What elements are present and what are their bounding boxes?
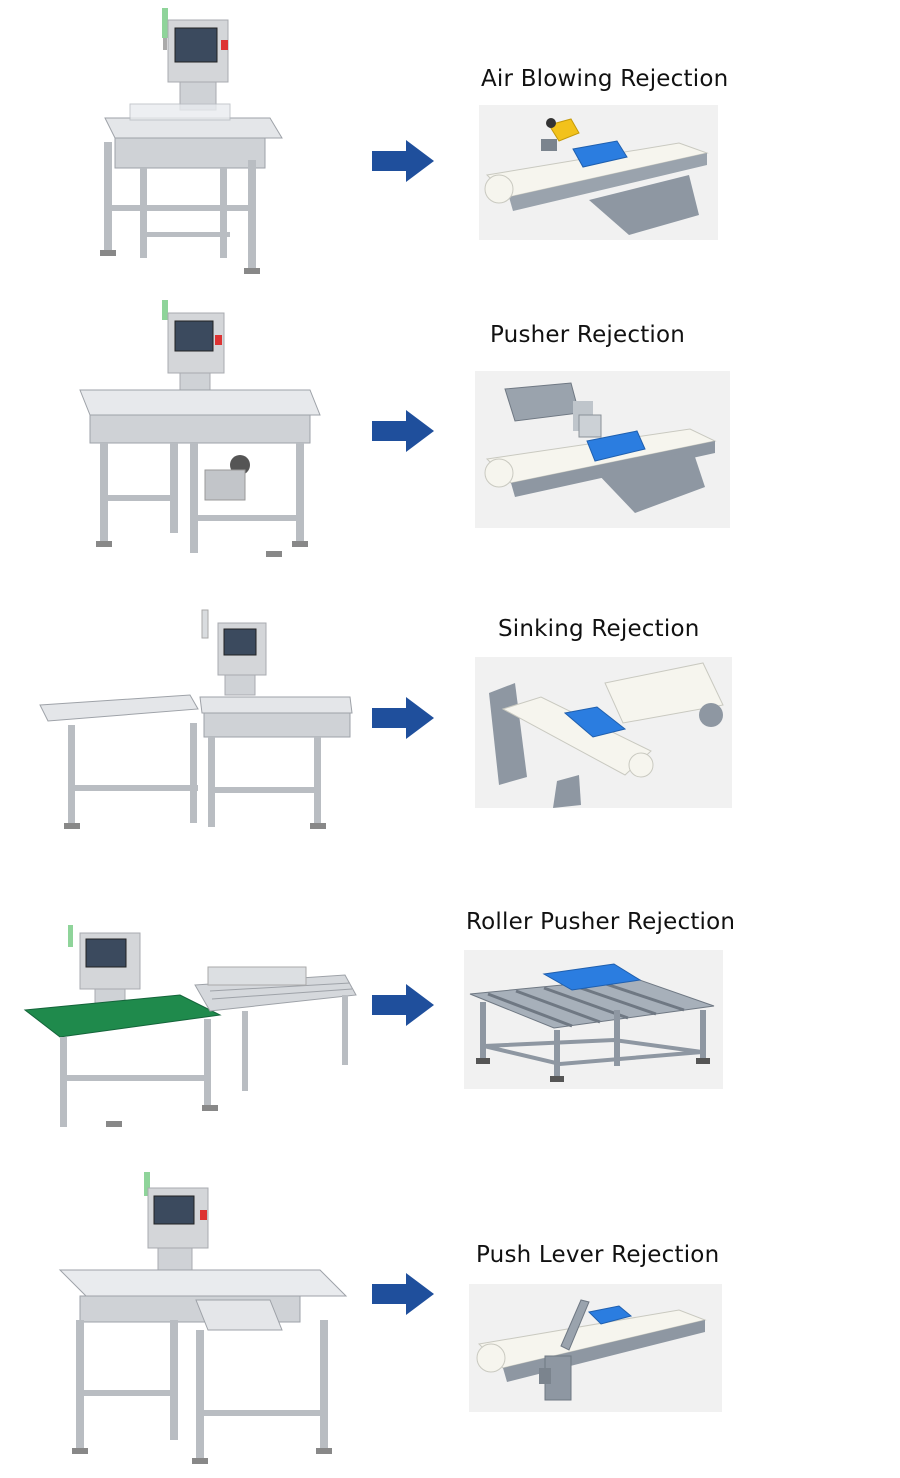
checkweigher-machine-icon [20, 295, 360, 575]
checkweigher-machine-icon [20, 0, 360, 285]
right-arrow-icon [372, 140, 436, 182]
rejection-title: Sinking Rejection [498, 616, 700, 642]
row-roller-pusher: Roller Pusher Rejection [0, 870, 900, 1160]
right-arrow-icon [372, 410, 436, 452]
rejection-title: Pusher Rejection [490, 322, 686, 348]
right-arrow-icon [372, 697, 436, 739]
pusher-diagram-icon [475, 371, 730, 528]
push-lever-diagram-icon [469, 1284, 722, 1412]
right-arrow-icon [372, 984, 436, 1026]
checkweigher-machine-icon [20, 605, 360, 845]
roller-pusher-diagram-icon [464, 950, 723, 1089]
right-arrow-icon [372, 1273, 436, 1315]
rejection-title: Air Blowing Rejection [481, 66, 729, 92]
row-air-blowing: Air Blowing Rejection [0, 0, 900, 290]
air-blowing-diagram-icon [479, 105, 718, 240]
sinking-diagram-icon [475, 657, 732, 808]
row-pusher: Pusher Rejection [0, 290, 900, 580]
checkweigher-machine-icon [20, 915, 360, 1145]
checkweigher-machine-icon [20, 1170, 360, 1470]
row-push-lever: Push Lever Rejection [0, 1160, 900, 1478]
rejection-title: Roller Pusher Rejection [466, 909, 736, 935]
row-sinking: Sinking Rejection [0, 580, 900, 870]
rejection-title: Push Lever Rejection [476, 1242, 720, 1268]
